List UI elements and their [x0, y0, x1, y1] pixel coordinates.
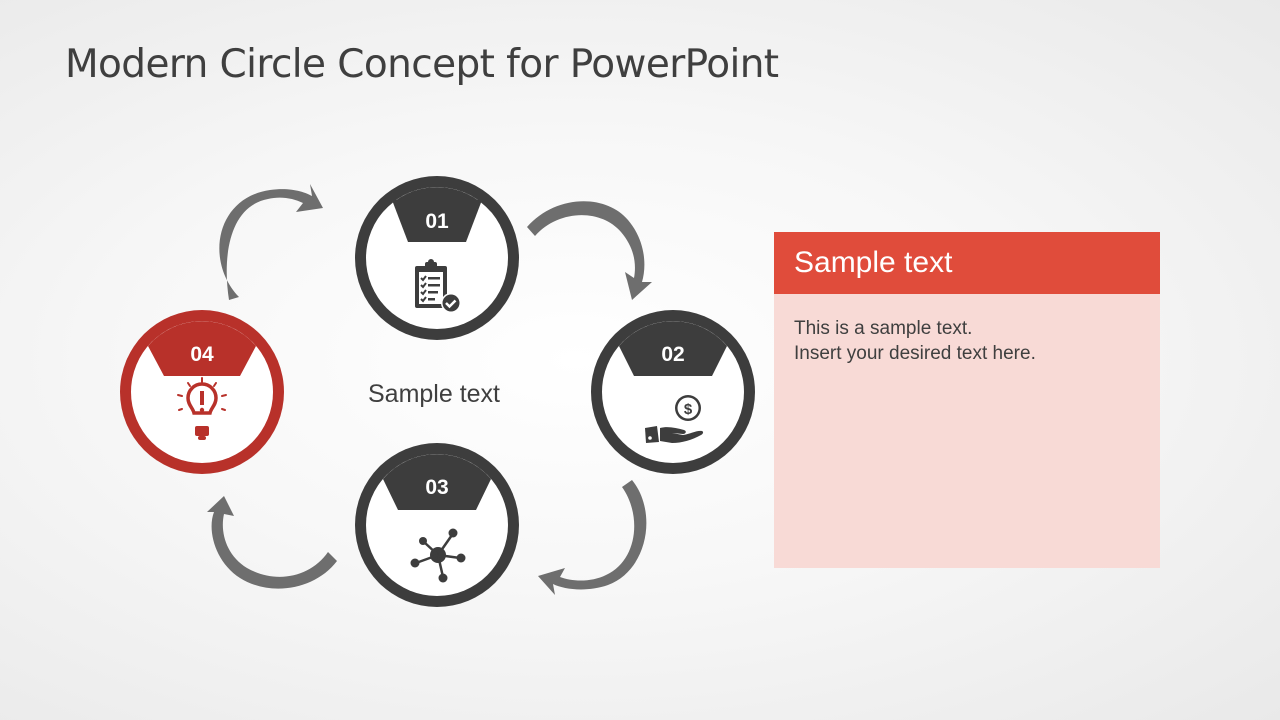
step-03-number: 03 [425, 476, 448, 499]
step-02-number: 02 [661, 343, 684, 366]
arrow-step1-to-step2 [527, 201, 652, 300]
step-01-number: 01 [425, 210, 449, 233]
step-04-circle[interactable]: 04 [120, 310, 284, 474]
center-label: Sample text [368, 380, 501, 408]
step-02-circle[interactable]: 02 $ [591, 310, 755, 474]
network-hub-icon [410, 528, 466, 583]
arrow-step2-to-step3 [538, 480, 647, 595]
hand-coin-dollar-icon: $ [645, 395, 704, 443]
info-panel: Sample text This is a sample text. Inser… [774, 232, 1160, 568]
step-03-circle[interactable]: 03 [355, 443, 519, 607]
arrow-step3-to-step4 [207, 496, 337, 589]
info-panel-header: Sample text [774, 232, 1160, 294]
slide-title: Modern Circle Concept for PowerPoint [65, 42, 779, 87]
info-panel-line-1: This is a sample text. [794, 318, 973, 339]
arrow-step4-to-step1 [219, 184, 323, 300]
step-01-circle[interactable]: 01 [355, 176, 519, 340]
svg-text:$: $ [684, 401, 693, 418]
info-panel-body: This is a sample text. Insert your desir… [774, 294, 1160, 388]
info-panel-line-2: Insert your desired text here. [794, 343, 1036, 364]
info-panel-title: Sample text [794, 246, 953, 279]
clipboard-checklist-icon [415, 259, 461, 313]
lightbulb-idea-icon [177, 377, 227, 440]
step-04-number: 04 [190, 343, 214, 366]
